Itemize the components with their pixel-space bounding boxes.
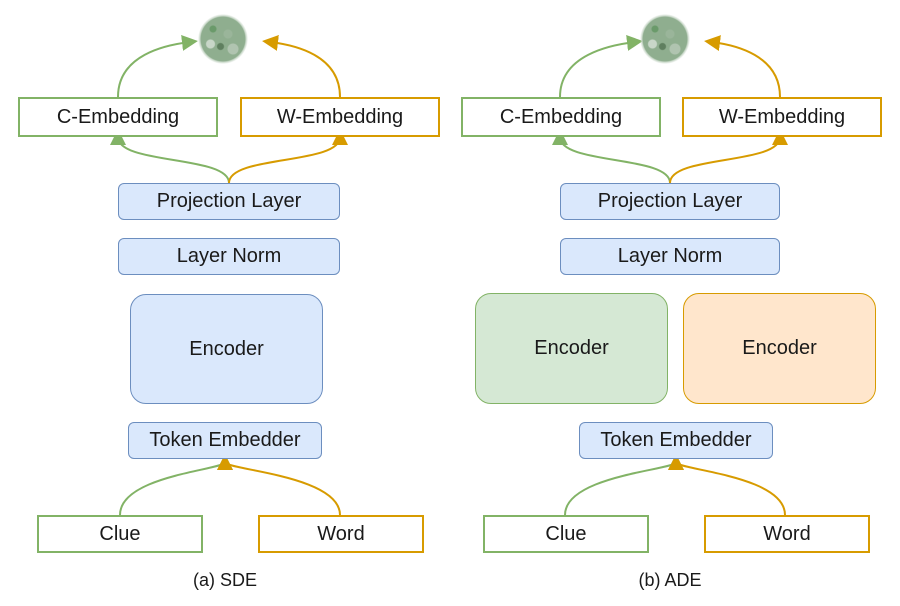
word-label: Word [317,522,365,545]
w-embedding-box: W-Embedding [240,97,440,137]
clue-encoder-box: Encoder [475,293,668,404]
word-input-box: Word [258,515,424,553]
panel-b-caption: (b) ADE [638,570,702,590]
proj-to-w-emb-wire [228,129,348,184]
projection-layer-label: Projection Layer [597,190,743,212]
c-embedding-label: C-Embedding [56,105,180,128]
encoder-label: Encoder [189,337,264,360]
token-embedder-label: Token Embedder [149,429,301,451]
clue-encoder-label: Encoder [534,337,609,359]
word-input-box-b: Word [704,515,870,553]
word-label: Word [763,522,811,545]
c-embedding-box: C-Embedding [18,97,218,137]
proj-to-c-emb-wire-b [552,129,671,184]
projection-layer-label: Projection Layer [156,190,302,212]
w-embedding-label: W-Embedding [718,105,846,128]
clue-to-token-wire [119,454,233,516]
c-emb-to-cloud-wire-b [559,35,643,98]
word-to-token-wire-b [668,454,786,516]
panel-a-caption: (a) SDE [192,570,257,590]
clue-label: Clue [99,522,141,545]
layer-norm-label: Layer Norm [617,245,723,267]
layer-norm-box: Layer Norm [118,238,340,275]
layer-norm-label: Layer Norm [176,245,282,267]
w-emb-to-cloud-wire [262,35,341,98]
projection-layer-box-b: Projection Layer [560,183,780,220]
token-embedder-box-b: Token Embedder [579,422,773,459]
w-emb-to-cloud-wire-b [704,35,781,98]
word-encoder-box: Encoder [683,293,876,404]
word-encoder-label: Encoder [742,337,817,359]
clue-input-box-b: Clue [483,515,649,553]
token-embedder-label: Token Embedder [600,429,752,451]
proj-to-c-emb-wire [110,129,230,184]
c-emb-to-cloud-wire [117,35,198,98]
token-embedder-box: Token Embedder [128,422,322,459]
clue-to-token-wire-b [564,454,684,516]
encoder-box: Encoder [130,294,323,404]
clue-input-box: Clue [37,515,203,553]
layer-norm-box-b: Layer Norm [560,238,780,275]
proj-to-w-emb-wire-b [669,129,788,184]
clue-label: Clue [545,522,587,545]
c-embedding-label: C-Embedding [499,105,623,128]
embedding-cloud-image-b [640,14,690,64]
c-embedding-box-b: C-Embedding [461,97,661,137]
projection-layer-box: Projection Layer [118,183,340,220]
word-to-token-wire [217,454,341,516]
w-embedding-box-b: W-Embedding [682,97,882,137]
embedding-cloud-image [198,14,248,64]
w-embedding-label: W-Embedding [276,105,404,128]
